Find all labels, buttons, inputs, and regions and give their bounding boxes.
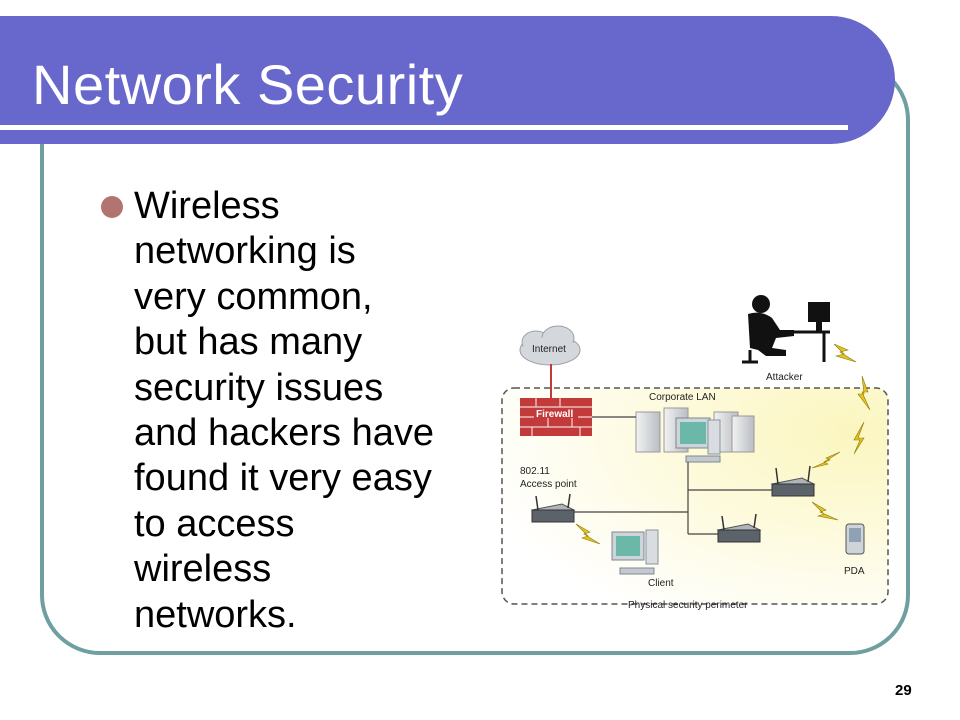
page-number: 29 [895,682,912,699]
firewall-label: Firewall [536,409,573,420]
bolt-icon [811,501,839,521]
client-label: Client [648,578,674,589]
access-point-label-1: 802.11 [520,466,550,477]
internet-label: Internet [532,344,566,355]
access-point-lower-icon [716,513,762,543]
title-bar: Network Security [0,16,895,144]
bolt-icon [811,451,841,469]
security-perimeter [501,387,889,605]
corporate-lan-label: Corporate LAN [649,392,716,403]
bullet-icon [101,196,123,218]
client-computer-icon [611,529,659,575]
perimeter-label: Physical security perimeter [628,600,748,611]
network-diagram: Internet Firewall Corporate LAN [501,295,889,611]
bolt-icon [833,343,857,363]
wireless-signal-bolts [575,343,871,545]
wired-links [568,416,772,535]
bolt-icon [853,421,865,455]
bolt-icon [575,523,601,545]
bolt-icon [857,375,871,411]
access-point-icon [530,493,576,523]
attacker-label: Attacker [766,372,803,383]
firewall-icon [520,398,592,436]
internet-cloud-icon [519,325,581,366]
attacker-icon [742,295,830,364]
access-point-label-2: Access point [520,479,577,490]
access-point-right-icon [770,465,816,497]
pda-icon [845,523,865,555]
lan-computer-icon [675,417,721,463]
pda-label: PDA [844,566,865,577]
bullet-text: Wireless networking is very common, but … [134,185,434,636]
title-underline [0,125,848,130]
slide-title: Network Security [32,53,464,116]
